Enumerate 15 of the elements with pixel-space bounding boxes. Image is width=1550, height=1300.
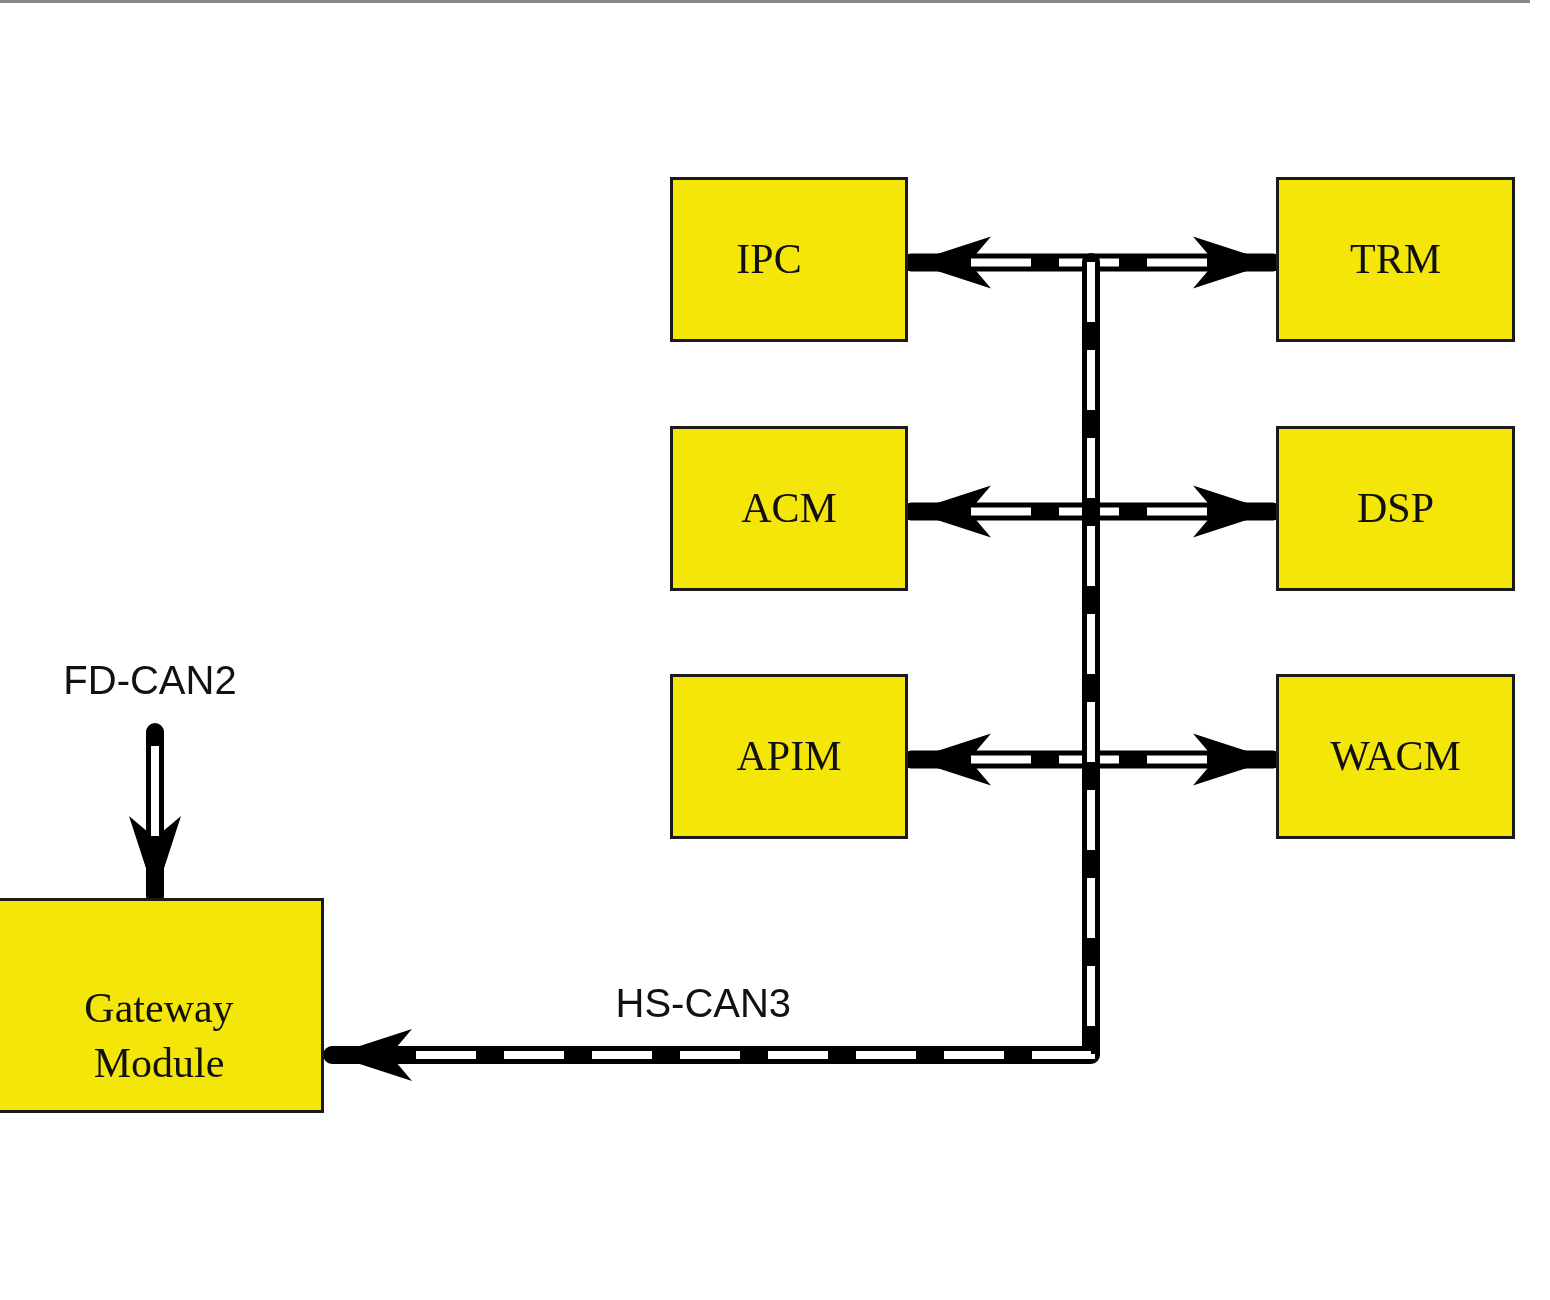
module-box — [1276, 674, 1515, 839]
module-box — [1276, 177, 1515, 342]
module-name: IPC — [736, 235, 802, 285]
module-name: APIM — [736, 732, 842, 782]
module-box — [670, 177, 908, 342]
module-name: TRM — [1350, 235, 1441, 285]
module-name: WACM — [1330, 732, 1461, 782]
module-name: DSP — [1356, 484, 1435, 534]
module-name: ACM — [741, 484, 837, 534]
module-box — [1276, 426, 1515, 591]
module-name: Gateway Module — [83, 983, 235, 1088]
module-box — [0, 898, 324, 1113]
bus-name: FD-CAN2 — [63, 657, 237, 704]
module-box — [670, 674, 908, 839]
module-box — [670, 426, 908, 591]
